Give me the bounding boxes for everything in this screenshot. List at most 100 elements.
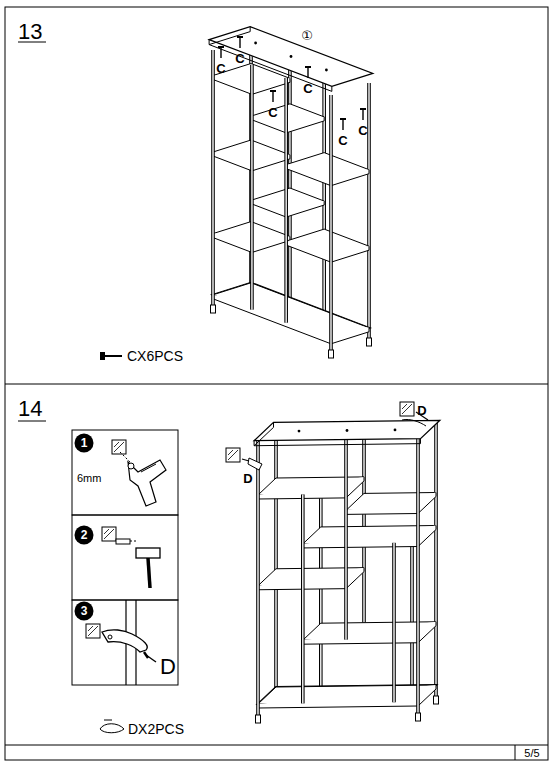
shelf-edge (286, 165, 369, 186)
divider-post (344, 439, 348, 640)
leveling-foot (329, 350, 334, 358)
wall-plate (86, 624, 100, 638)
inset-frame (72, 430, 178, 515)
screw-c-shaft (342, 119, 343, 130)
drill-size: 6mm (77, 473, 101, 484)
drill-chuck (128, 463, 134, 469)
page-number: 5/5 (524, 748, 539, 759)
divider-post (301, 494, 305, 703)
frame-post-inner (393, 543, 394, 703)
frame-post-inner (435, 421, 436, 696)
leveling-foot (434, 696, 439, 704)
shelf-edge (346, 493, 436, 515)
frame-post-inner (323, 66, 324, 311)
fixing-bracket (402, 419, 426, 426)
anchor-arrow (130, 541, 137, 542)
frame-post-inner (302, 494, 303, 703)
frame-post-inner (345, 439, 346, 640)
screw-c-head (218, 46, 224, 48)
screw-icon-head (100, 352, 105, 360)
step-badge: 2 (74, 525, 94, 545)
divider-post (392, 543, 396, 703)
shelf-edge (213, 295, 369, 344)
wall-hatch (104, 529, 114, 539)
leveling-foot (367, 338, 372, 346)
frame-post-inner (257, 440, 258, 715)
frame-post (256, 440, 260, 715)
inset-frame (72, 515, 178, 600)
part-letter: C (358, 124, 367, 137)
hammer-handle (148, 558, 150, 588)
part-letter: D (243, 472, 252, 485)
screw-c-shaft (220, 47, 221, 58)
wall-plate (102, 527, 116, 541)
wall-hatch (114, 442, 119, 447)
frame-post-inner (411, 526, 412, 686)
screw-c-head (237, 36, 243, 38)
shelf-edge (303, 622, 436, 644)
step-number: 1 (74, 433, 94, 453)
shelf-edge (258, 477, 364, 499)
screw-hole (325, 69, 328, 72)
frame-post-inner (212, 50, 213, 305)
strap-icon (100, 724, 124, 733)
frame-post (274, 423, 278, 698)
wall-hatch (88, 626, 93, 631)
leveling-foot (211, 305, 216, 313)
frame-post-inner (417, 438, 418, 713)
inset-frame (72, 600, 178, 685)
callout-number: ① (301, 29, 313, 42)
shelf-unit-step-13 (209, 27, 373, 358)
part-letter: C (303, 82, 312, 95)
footer-divider (515, 745, 516, 760)
step-underline (18, 421, 46, 422)
step-number: 14 (18, 398, 42, 420)
frame-post-inner (330, 95, 331, 350)
drill-path (120, 452, 130, 462)
step-badge: 3 (74, 601, 94, 621)
screw-c-shaft (272, 91, 273, 102)
wall-hatch (104, 529, 109, 534)
wall-hatch (114, 442, 124, 452)
shelf-edge (303, 526, 436, 548)
step-badge: 1 (74, 433, 94, 453)
frame-post-inner (368, 83, 369, 338)
frame-post (434, 421, 438, 696)
leveling-foot (416, 713, 421, 721)
strap-hole (108, 635, 112, 639)
badge-fill (75, 602, 94, 621)
frame-post (211, 50, 215, 305)
part-letter: C (338, 134, 347, 147)
screw-c-shaft (362, 109, 363, 120)
step-number: 3 (74, 601, 94, 621)
badge-fill (75, 434, 94, 453)
screw-icon (104, 720, 112, 721)
shelf-edge (258, 568, 364, 590)
wall-hatch (88, 626, 98, 636)
frame-post-inner (289, 53, 290, 298)
frame-post (367, 83, 371, 338)
screw-c-head (305, 66, 311, 68)
screw-hole (298, 430, 301, 433)
screw-c-shaft (307, 67, 308, 78)
shelf-unit-step-14 (254, 420, 440, 723)
divider-post (322, 66, 326, 311)
footer-divider (5, 745, 548, 746)
wall-hatch (402, 404, 407, 409)
wall-hatch (402, 404, 412, 414)
fixing-bracket (248, 458, 262, 470)
wall-strap (102, 630, 147, 652)
part-count: DX2PCS (128, 722, 184, 736)
screw-d-head (144, 652, 148, 658)
frame-post (416, 438, 420, 713)
part-letter: C (235, 52, 244, 65)
part-letter: C (268, 106, 277, 119)
part-count: CX6PCS (127, 349, 183, 363)
shelf-edge (252, 116, 324, 133)
wall-plate (226, 448, 240, 462)
wall-hatch (228, 450, 233, 455)
top-panel (254, 420, 440, 440)
part-letter: D (160, 656, 176, 678)
screw-c-head (270, 90, 276, 92)
